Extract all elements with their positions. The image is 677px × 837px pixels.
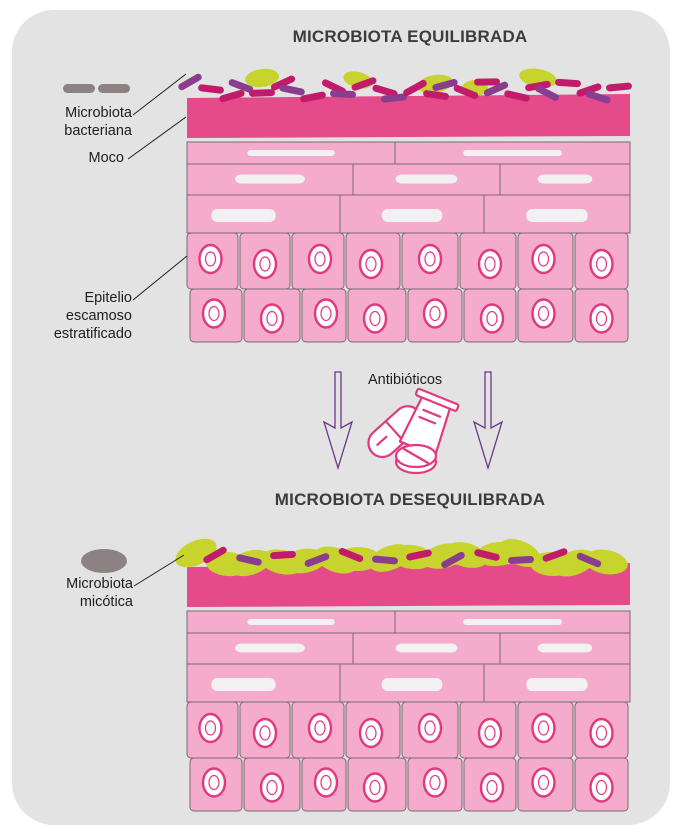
- cell-nucleolus: [206, 721, 216, 735]
- flat-cell-nucleus: [396, 175, 458, 184]
- cell-nucleolus: [485, 726, 495, 740]
- flat-cell-nucleus: [526, 209, 587, 222]
- bacterium: [330, 90, 356, 98]
- cell-nucleolus: [267, 781, 277, 795]
- cell-nucleolus: [370, 312, 380, 326]
- cell-nucleolus: [539, 776, 549, 790]
- flat-cell-nucleus: [235, 644, 305, 653]
- cell-nucleolus: [487, 312, 497, 326]
- cell-nucleolus: [597, 257, 607, 271]
- flat-cell-nucleus: [211, 209, 275, 222]
- label-epithelium-line2: escamoso: [66, 308, 132, 324]
- cell-nucleolus: [430, 776, 440, 790]
- fungi-legend-icon: [81, 549, 127, 573]
- cell-nucleolus: [366, 726, 376, 740]
- label-fungal-microbiota-line1: Microbiota: [66, 576, 134, 592]
- cell-nucleolus: [597, 726, 607, 740]
- label-mucus: Moco: [89, 150, 124, 166]
- flat-cell-nucleus: [382, 209, 442, 222]
- label-fungal-microbiota-line2: micótica: [80, 594, 134, 610]
- flat-cell-nucleus: [247, 150, 334, 156]
- cell-nucleolus: [209, 776, 219, 790]
- bottom-panel-title: MICROBIOTA DESEQUILIBRADA: [275, 490, 545, 509]
- flat-cell-nucleus: [247, 619, 334, 625]
- bottom-tissue: [171, 533, 630, 811]
- label-epithelium-line3: estratificado: [54, 326, 132, 342]
- cell-nucleolus: [430, 307, 440, 321]
- top-panel-title: MICROBIOTA EQUILIBRADA: [293, 27, 528, 46]
- cell-nucleolus: [597, 781, 607, 795]
- cell-nucleolus: [425, 252, 435, 266]
- flat-cell-nucleus: [538, 644, 593, 653]
- cell-nucleolus: [206, 252, 216, 266]
- cell-nucleolus: [321, 307, 331, 321]
- flat-cell-nucleus: [463, 619, 562, 625]
- flat-cell-nucleus: [396, 644, 458, 653]
- cell-nucleolus: [370, 781, 380, 795]
- cell-nucleolus: [597, 312, 607, 326]
- flat-cell-nucleus: [463, 150, 562, 156]
- flat-cell-nucleus: [211, 678, 275, 691]
- cell-nucleolus: [539, 721, 549, 735]
- mucus-layer: [187, 94, 630, 138]
- bacterium: [249, 89, 275, 97]
- cell-nucleolus: [315, 252, 325, 266]
- flat-cell-nucleus: [382, 678, 442, 691]
- bacterium: [474, 78, 500, 85]
- cell-nucleolus: [209, 307, 219, 321]
- cell-nucleolus: [315, 721, 325, 735]
- cell-nucleolus: [321, 776, 331, 790]
- flat-cell-nucleus: [538, 175, 593, 184]
- label-bacterial-microbiota-line1: Microbiota: [65, 105, 133, 121]
- cell-nucleolus: [539, 252, 549, 266]
- flat-cell-nucleus: [526, 678, 587, 691]
- top-tissue: [177, 66, 632, 342]
- label-bacterial-microbiota-line2: bacteriana: [64, 123, 133, 139]
- cell-nucleolus: [260, 257, 270, 271]
- cell-nucleolus: [425, 721, 435, 735]
- cell-nucleolus: [260, 726, 270, 740]
- cell-nucleolus: [487, 781, 497, 795]
- cell-nucleolus: [485, 257, 495, 271]
- bacterium: [508, 556, 534, 564]
- cell-nucleolus: [539, 307, 549, 321]
- cell-nucleolus: [267, 312, 277, 326]
- cell-nucleolus: [366, 257, 376, 271]
- flat-cell-nucleus: [235, 175, 305, 184]
- antibiotics-label: Antibióticos: [368, 372, 442, 388]
- label-epithelium-line1: Epitelio: [84, 290, 132, 306]
